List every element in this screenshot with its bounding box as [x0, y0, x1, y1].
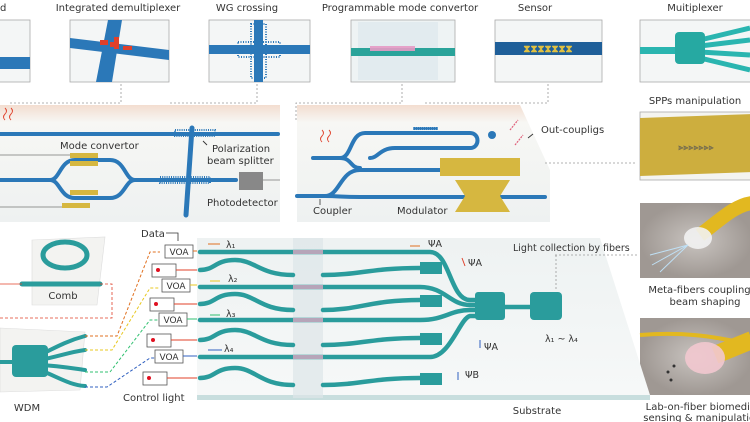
svg-text:⫸⫸⫸⫸⫸⫸⫸: ⫸⫸⫸⫸⫸⫸⫸: [678, 143, 714, 153]
label-mode-convertor: Mode convertor: [60, 141, 140, 152]
label-comb: Comb: [48, 291, 77, 302]
label-lambda-4: λ₄: [224, 344, 234, 355]
svg-text:VOA: VOA: [159, 353, 179, 363]
label-photodetector: Photodetector: [207, 198, 279, 209]
thumb-demultiplexer: [69, 19, 170, 83]
caption-lab-on-fiber-1: Lab-on-fiber biomedical: [646, 402, 750, 413]
label-integrated-demultiplexer: Integrated demultiplexer: [56, 3, 181, 14]
label-beam-splitter: beam splitter: [207, 156, 275, 167]
photodetector-block: [239, 172, 263, 190]
label-lambda-3: λ₃: [226, 309, 236, 320]
comb-block: Comb: [0, 236, 113, 319]
thumb-sensor: ⧗⧗⧗⧗⧗⧗⧗: [494, 19, 603, 83]
wdm-block: WDM: [0, 327, 87, 414]
voa-3: VOA: [158, 312, 188, 327]
svg-text:⧗⧗⧗⧗⧗⧗⧗: ⧗⧗⧗⧗⧗⧗⧗: [523, 44, 572, 55]
svg-text:VOA: VOA: [169, 248, 189, 258]
label-lambda-range: λ₁ ~ λ₄: [545, 334, 578, 345]
left-chip-panel: Mode convertor Polarization beam splitte…: [0, 105, 280, 222]
label-cut: d: [0, 3, 6, 14]
voa-1: VOA: [164, 244, 194, 259]
thumb-multiplexer: [639, 19, 750, 83]
label-sensor: Sensor: [518, 3, 553, 14]
label-spps-manipulation: SPPs manipulation: [649, 96, 741, 107]
label-coupler: Coupler: [313, 206, 353, 217]
label-data: Data: [141, 229, 165, 240]
light-wave-icon: [320, 129, 331, 143]
label-out-couplings: Out-coupligs: [541, 125, 604, 136]
voa-2: VOA: [161, 278, 191, 293]
label-programmable-mode-convertor: Programmable mode convertor: [322, 3, 479, 14]
label-control-light: Control light: [123, 393, 185, 404]
label-psi-a-3: ΨA: [484, 342, 498, 353]
substrate: [197, 238, 650, 400]
label-wdm: WDM: [14, 403, 40, 414]
control-lasers: [142, 250, 200, 386]
thumb-programmable-mode-convertor: [350, 19, 456, 83]
label-psi-b: ΨB: [465, 370, 479, 381]
label-lambda-1: λ₁: [226, 240, 236, 251]
spps-image: ⫸⫸⫸⫸⫸⫸⫸: [639, 111, 750, 181]
svg-text:VOA: VOA: [163, 316, 183, 326]
label-light-collection: Light collection by fibers: [513, 243, 630, 254]
label-modulator: Modulator: [397, 206, 448, 217]
svg-text:VOA: VOA: [166, 282, 186, 292]
caption-meta-fibers-2: beam shaping: [669, 297, 740, 308]
label-psi-a-2: ΨA: [468, 258, 482, 269]
caption-meta-fibers-1: Meta-fibers coupling &: [648, 285, 750, 296]
lab-on-fiber-image: [639, 318, 750, 395]
label-lambda-2: λ₂: [228, 274, 238, 285]
caption-lab-on-fiber-2: sensing & manipulations: [643, 413, 750, 422]
label-multiplexer: Muitiplexer: [667, 3, 723, 14]
voa-4: VOA: [154, 349, 184, 364]
light-wave-icon: [3, 107, 13, 121]
label-wg-crossing: WG crossing: [216, 3, 278, 14]
label-psi-a-1: ΨA: [428, 239, 442, 250]
arrows: [208, 243, 481, 380]
label-substrate: Substrate: [513, 406, 561, 417]
label-polarization: Polarization: [212, 144, 270, 155]
meta-fiber-image: [640, 196, 750, 278]
thumb-cut: [0, 19, 31, 83]
middle-chip-panel: Coupler Modulator Out-coupligs: [295, 105, 604, 222]
thumb-wg-crossing: [208, 19, 311, 83]
